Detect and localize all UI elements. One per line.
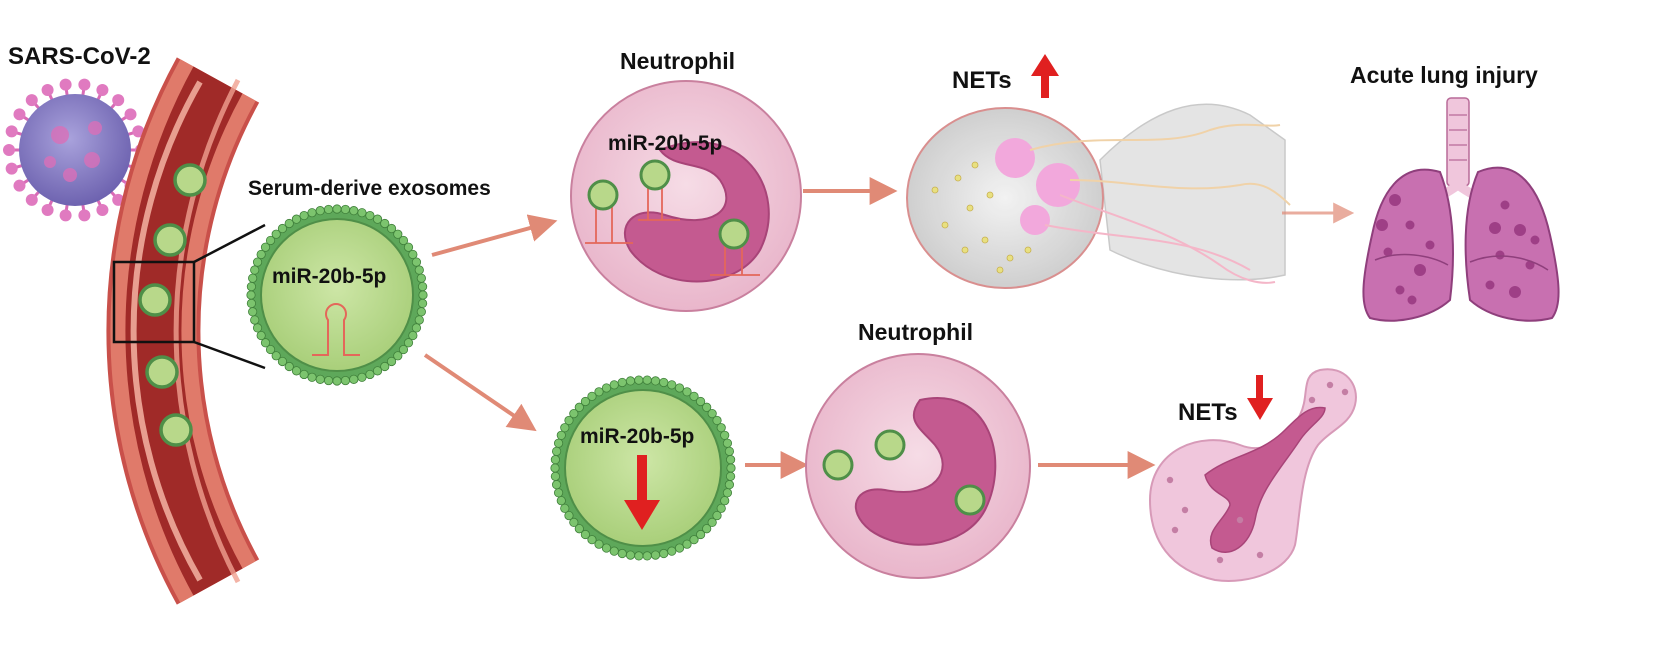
nets-bottom-illustration (1148, 368, 1357, 582)
arrow-exosome-to-neutrophil-top (431, 214, 558, 257)
exosome-low-mirna-label: miR-20b-5p (580, 425, 694, 448)
vessel-exosomes (138, 163, 207, 447)
virus-label: SARS-CoV-2 (8, 43, 151, 70)
zoom-line-top (193, 223, 266, 264)
neutrophil-bottom-label: Neutrophil (858, 319, 973, 345)
exosomes-label: Serum-derive exosomes (248, 177, 491, 200)
nets-down-arrow-icon (1247, 375, 1273, 420)
arrow-exosome-to-low-exosome (423, 353, 537, 432)
nets-top-label: NETs (952, 67, 1012, 94)
nets-top-illustration (906, 103, 1291, 289)
nets-up-arrow-icon (1031, 54, 1059, 98)
internalized-exosome (585, 159, 760, 276)
zoom-line-bottom (193, 340, 266, 370)
lung-label: Acute lung injury (1350, 62, 1538, 88)
neutrophil-top (570, 80, 802, 312)
mirna-down-arrow-icon (624, 455, 660, 530)
neutrophil-bottom (805, 353, 1031, 579)
lungs-icon (1362, 97, 1560, 322)
exosome-large (246, 204, 428, 386)
nets-bottom-label: NETs (1178, 399, 1238, 426)
exosome-mirna-label: miR-20b-5p (272, 265, 386, 288)
blood-vessel (106, 57, 260, 605)
mirna-hairpin-icon (312, 303, 360, 356)
zoom-box (112, 260, 196, 344)
neutrophil-mirna-label: miR-20b-5p (608, 132, 722, 155)
neutrophil-top-label: Neutrophil (620, 48, 735, 74)
